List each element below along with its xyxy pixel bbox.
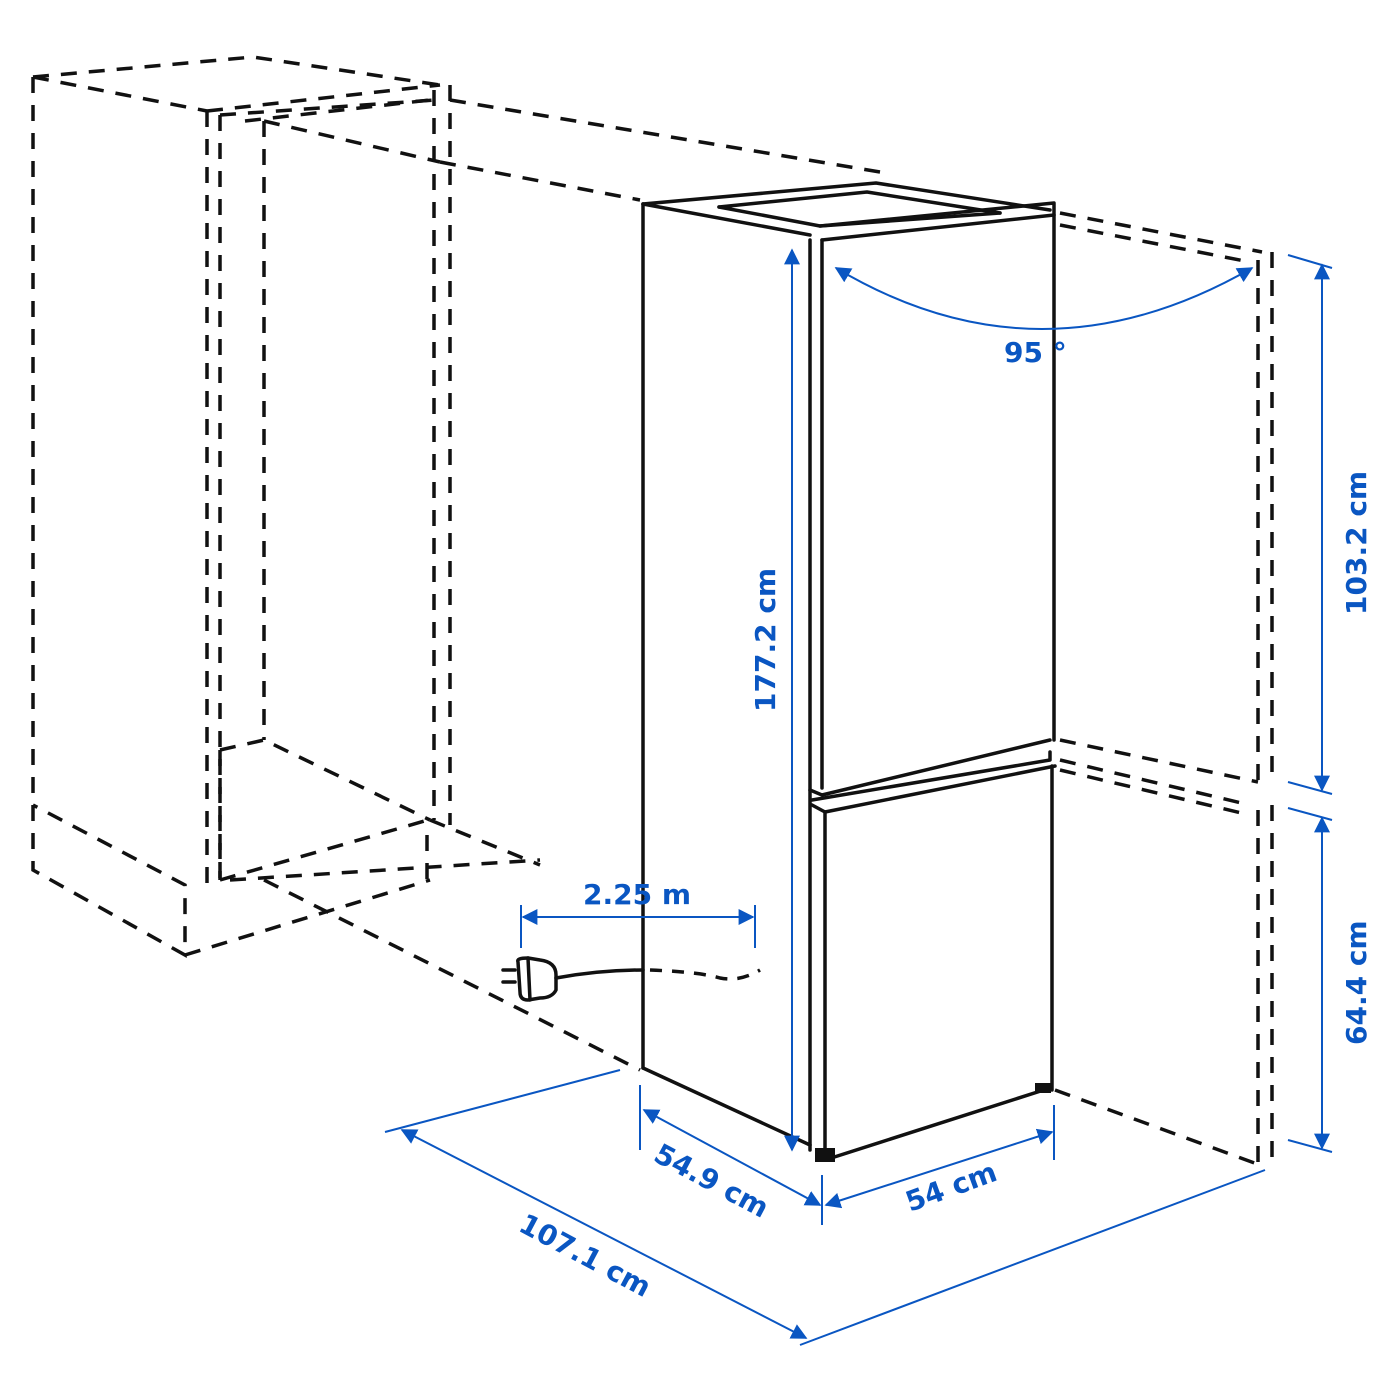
depth-label: 54.9 cm	[649, 1137, 775, 1225]
total-height-dimension: 177.2 cm	[749, 248, 800, 1152]
cord-length-label: 2.25 m	[583, 878, 691, 911]
door-open-depth-label: 107.1 cm	[514, 1207, 657, 1304]
niche-wall-outline	[1054, 211, 1274, 1167]
door-angle-label: 95 °	[1004, 336, 1067, 369]
door-angle-dimension: 95 °	[834, 267, 1254, 369]
total-height-label: 177.2 cm	[749, 568, 782, 712]
upper-niche-label: 103.2 cm	[1340, 471, 1373, 615]
lower-niche-dimension: 64.4 cm	[1287, 807, 1373, 1153]
fridge-body	[641, 181, 1057, 1162]
upper-niche-dimension: 103.2 cm	[1287, 254, 1373, 795]
adjacent-cabinet-outline	[31, 55, 881, 1072]
cord-length-dimension: 2.25 m	[520, 878, 756, 948]
lower-niche-label: 64.4 cm	[1340, 920, 1373, 1045]
depth-dimension: 54.9 cm	[639, 1085, 823, 1225]
power-plug-icon	[501, 956, 761, 1002]
